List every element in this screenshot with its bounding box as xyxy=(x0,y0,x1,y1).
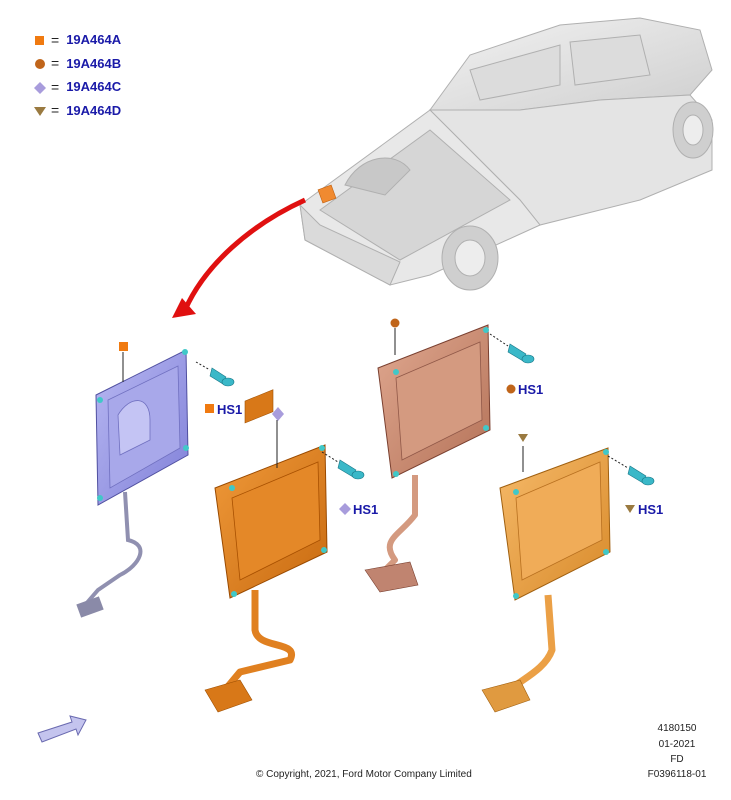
ref-code: FD xyxy=(670,754,684,765)
circle-icon xyxy=(34,57,46,70)
circle-icon xyxy=(390,318,400,328)
square-icon xyxy=(119,342,128,351)
square-icon xyxy=(205,404,214,413)
fastener-label: HS1 xyxy=(638,502,664,517)
legend-row-d: = 19A464D xyxy=(34,99,121,123)
part-19a464c-module xyxy=(204,389,328,713)
triangle-down-icon xyxy=(34,104,46,117)
triangle-down-icon xyxy=(625,505,635,513)
orientation-arrow-icon xyxy=(37,715,87,743)
legend-equals: = xyxy=(51,78,60,95)
ref-figure: F0396118-01 xyxy=(647,769,707,780)
part-19a464a-bracket xyxy=(76,342,189,618)
legend-code: 19A464B xyxy=(66,55,122,71)
legend-row-c: = 19A464C xyxy=(34,75,121,99)
part-19a464b-module xyxy=(364,318,491,593)
legend-code: 19A464C xyxy=(66,79,122,95)
legend: = 19A464A = 19A464B = 19A464C = 19A464D xyxy=(34,28,121,122)
legend-equals: = xyxy=(51,31,60,48)
legend-code: 19A464A xyxy=(66,32,122,48)
copyright-text: © Copyright, 2021, Ford Motor Company Li… xyxy=(256,769,472,780)
diamond-icon xyxy=(272,407,284,421)
fastener-label: HS1 xyxy=(217,402,243,417)
legend-code: 19A464D xyxy=(66,102,122,118)
legend-row-a: = 19A464A xyxy=(34,28,121,52)
legend-equals: = xyxy=(51,55,60,72)
screw-icon xyxy=(607,455,655,513)
legend-equals: = xyxy=(51,102,60,119)
callout-arrow xyxy=(172,197,307,318)
screw-icon xyxy=(195,361,235,413)
fastener-label: HS1 xyxy=(518,382,544,397)
legend-row-b: = 19A464B xyxy=(34,52,121,76)
diamond-icon xyxy=(339,503,351,515)
pickup-truck-illustration xyxy=(299,17,714,291)
fastener-label: HS1 xyxy=(353,502,379,517)
screw-icon xyxy=(489,333,535,394)
screw-icon xyxy=(321,451,365,515)
ref-date: 01-2021 xyxy=(658,739,696,750)
circle-icon xyxy=(506,384,516,394)
square-icon xyxy=(34,34,46,46)
triangle-down-icon xyxy=(518,434,528,442)
ref-number: 4180150 xyxy=(657,723,697,734)
part-19a464d-module xyxy=(481,434,611,713)
mount-location-marker xyxy=(317,184,337,204)
diamond-icon xyxy=(34,81,46,94)
